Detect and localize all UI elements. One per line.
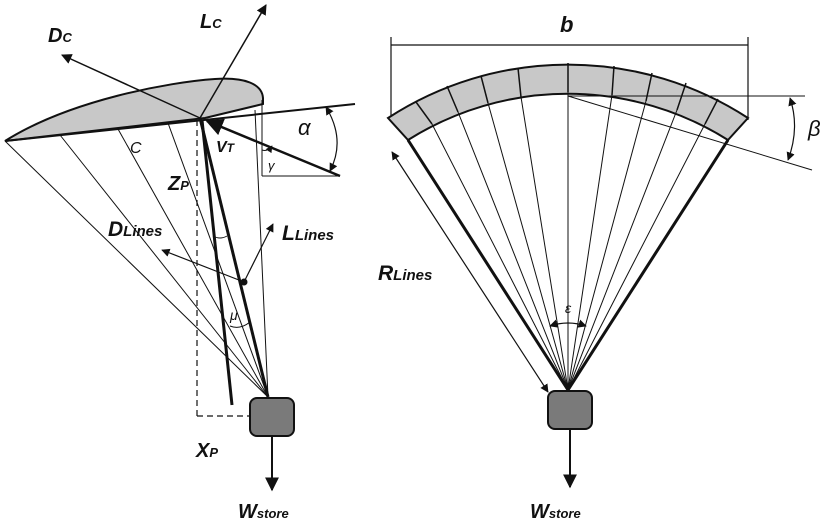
- xp-label: XP: [195, 440, 218, 462]
- epsilon-arc: [549, 319, 587, 328]
- gamma-arc: [261, 145, 273, 154]
- velocity-label: VT: [216, 139, 236, 156]
- mu-label: μ: [229, 307, 238, 323]
- beta-label: β: [807, 116, 821, 141]
- weight-label-left: Wstore: [238, 501, 289, 523]
- lift-canopy-label: LC: [200, 11, 222, 33]
- outer-line-left: [406, 139, 570, 391]
- beta-slope: [567, 95, 813, 171]
- drag-lines-label: DLines: [108, 218, 162, 241]
- canopy-arc: [386, 63, 750, 142]
- line-radius-label: RLines: [378, 262, 432, 285]
- drag-lines-arrow: [161, 248, 245, 283]
- lines-force-point: [240, 278, 248, 286]
- lines-angle-arc: [212, 235, 228, 239]
- gamma-label: γ: [268, 158, 276, 173]
- chord-line: [4, 103, 356, 142]
- lift-lines-label: LLines: [282, 222, 334, 245]
- riser-line: [198, 117, 270, 398]
- alpha-label: α: [298, 115, 312, 140]
- drag-canopy-label: DC: [48, 25, 72, 47]
- lines-axis: [200, 119, 234, 406]
- line-radius-arrow: [391, 151, 549, 393]
- outer-line-right: [566, 139, 730, 391]
- zp-label: ZP: [167, 173, 189, 195]
- front-view: b β RLines ε Wstore: [378, 12, 821, 523]
- canopy-airfoil: [4, 77, 264, 142]
- lift-canopy-arrow: [199, 4, 267, 119]
- velocity-arrow: [205, 118, 341, 178]
- weight-label-right: Wstore: [530, 501, 581, 523]
- lift-lines-arrow: [243, 223, 274, 283]
- alpha-arc: [325, 106, 338, 172]
- mu-arc: [229, 321, 251, 328]
- drag-canopy-arrow: [61, 54, 201, 119]
- beta-arc: [786, 97, 797, 161]
- chord-label: C: [130, 140, 142, 157]
- side-view: DC LC C VT γ α ZP DLines LLines μ XP Wst…: [4, 4, 356, 523]
- span-label: b: [560, 12, 573, 37]
- epsilon-label: ε: [565, 300, 572, 316]
- store-box-front: [547, 390, 593, 430]
- store-box: [249, 397, 295, 437]
